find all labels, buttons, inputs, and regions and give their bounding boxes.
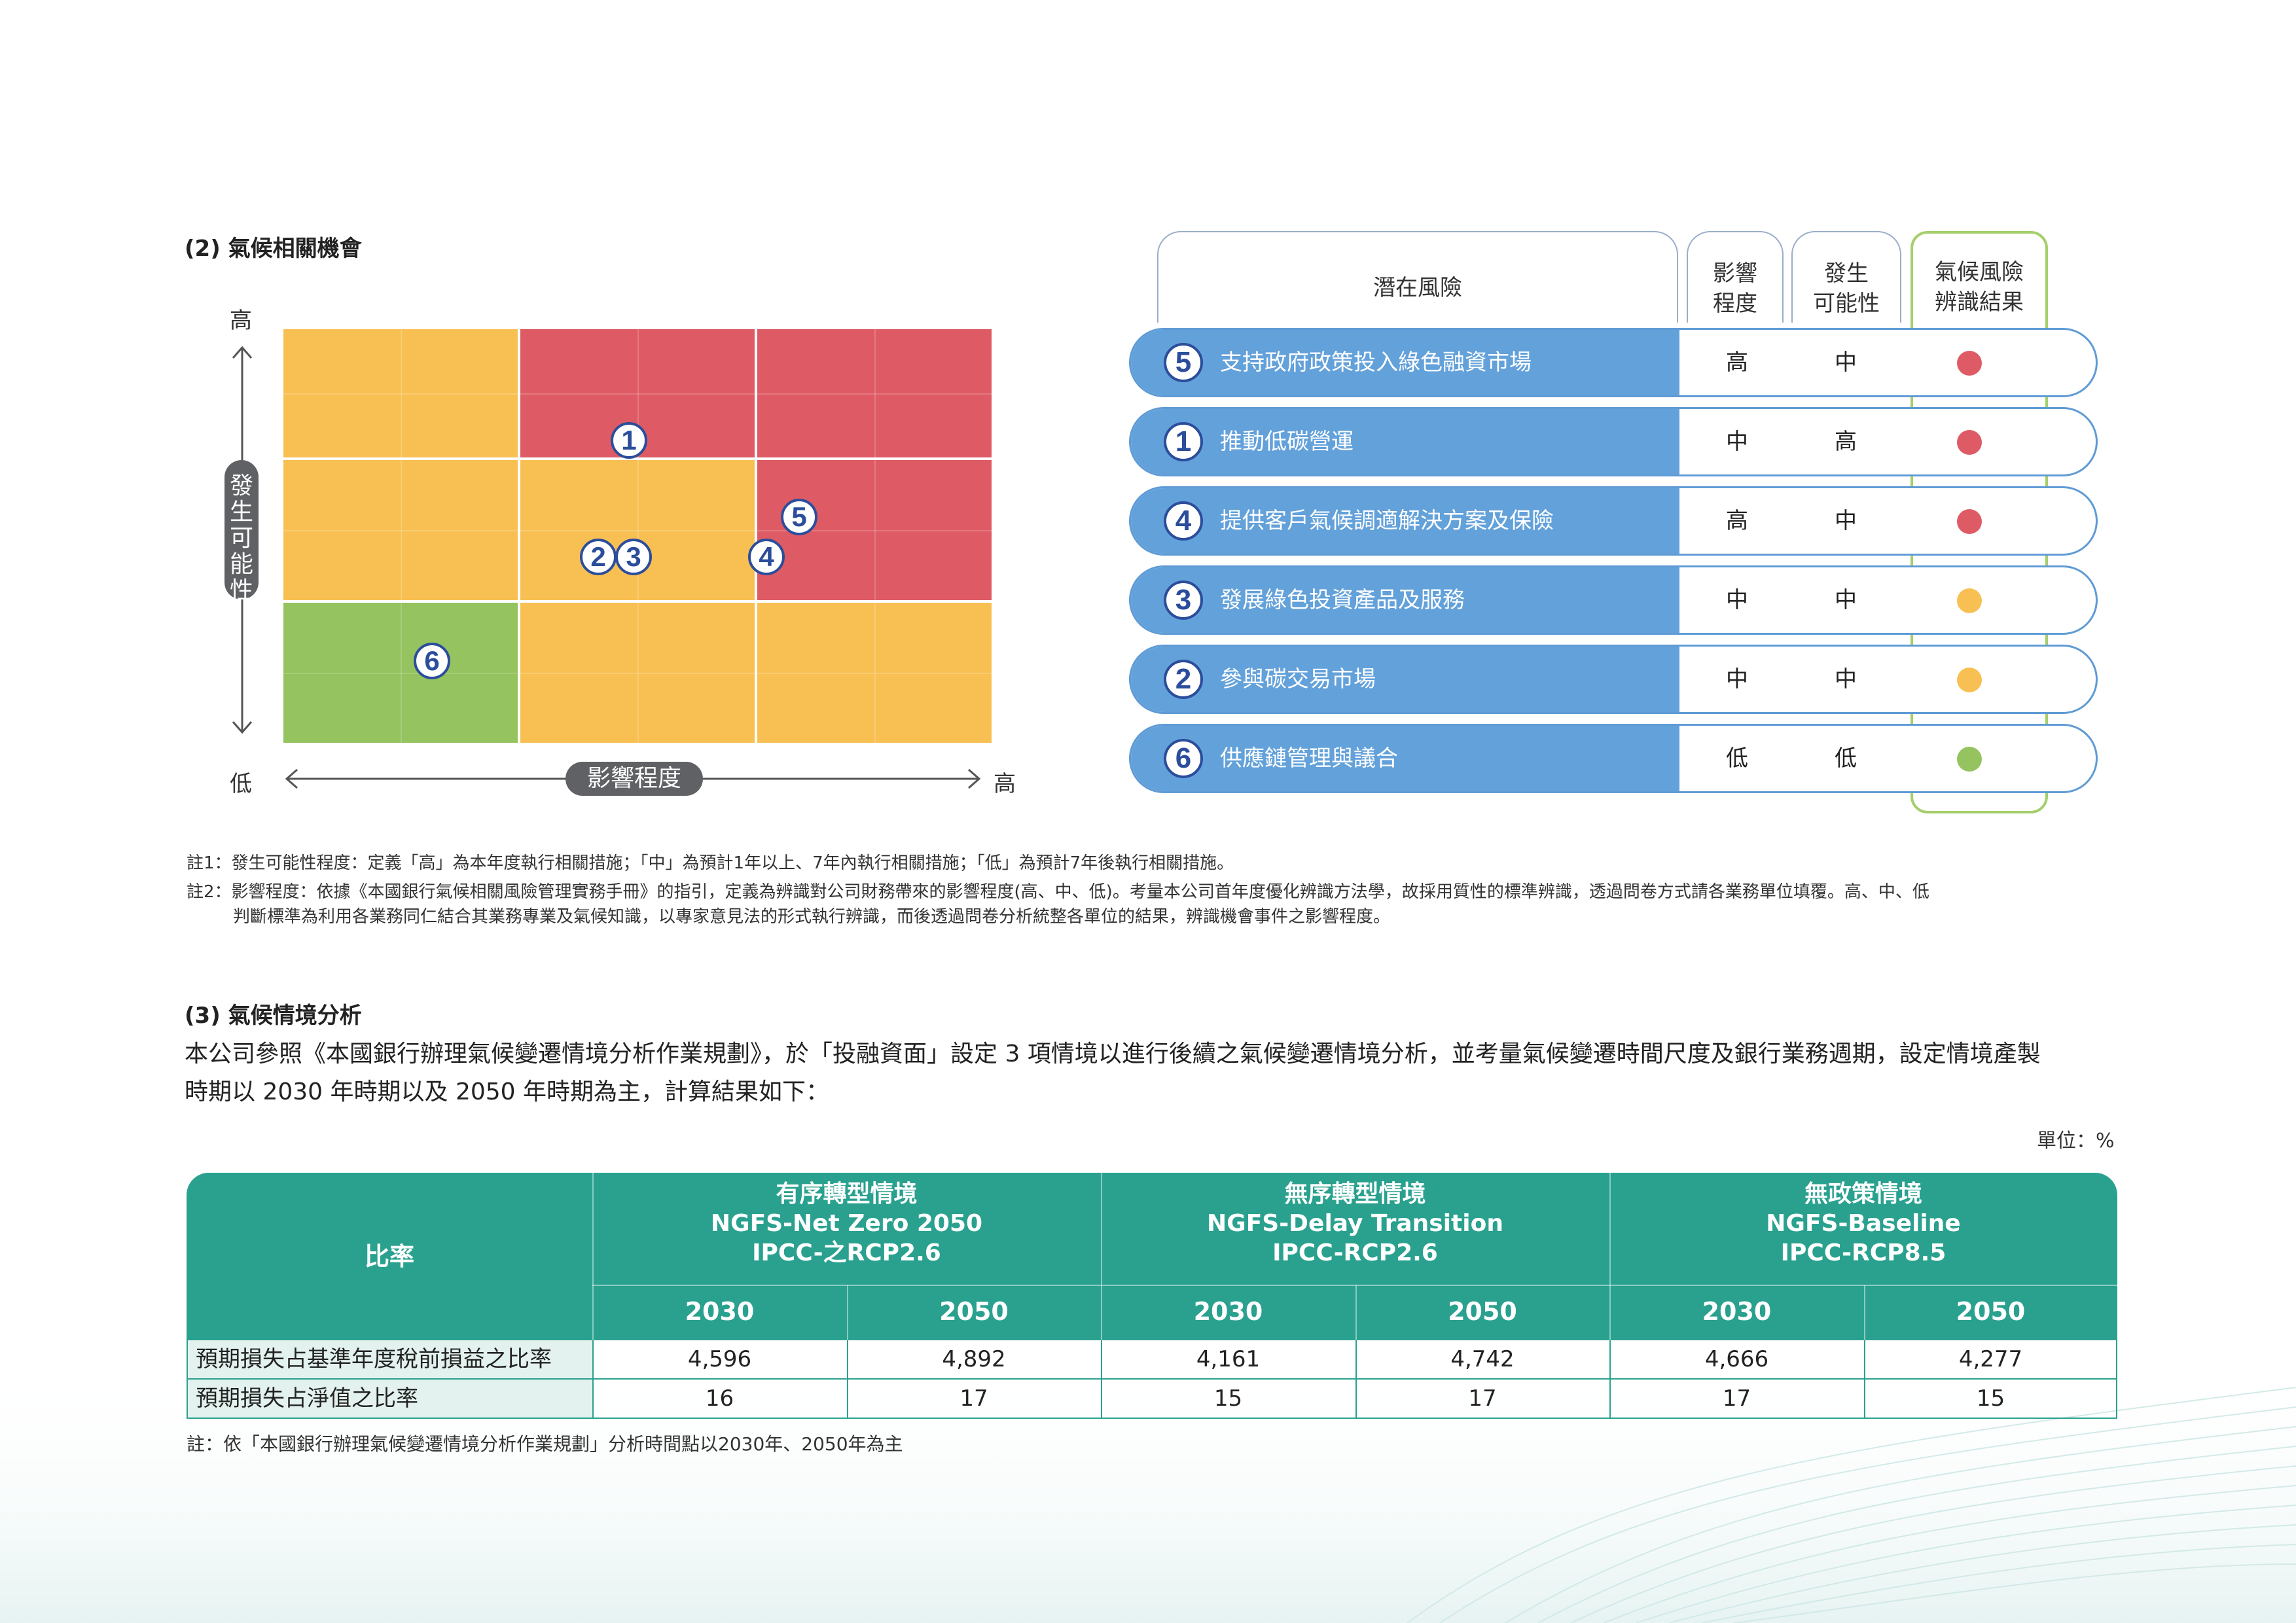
row-label: 預期損失占淨值之比率 (187, 1380, 592, 1418)
risk-number: 5 (1164, 343, 1203, 382)
matrix-marker-3: 3 (615, 539, 652, 575)
note-2-line-1: 註2：影響程度：依據《本國銀行氣候相關風險管理實務手冊》的指引，定義為辨識對公司… (187, 882, 1929, 902)
section-title-opportunity: (2) 氣候相關機會 (185, 236, 362, 262)
risk-row: 6 供應鏈管理與議合 低 低 (1129, 724, 2098, 793)
risk-likelihood: 中 (1835, 349, 1857, 376)
header-potential-risk: 潛在風險 (1157, 231, 1678, 323)
scenario-table-row: 預期損失占基準年度稅前損益之比率 4,596 4,892 4,161 4,742… (187, 1340, 2117, 1380)
table-cell: 4,666 (1704, 1346, 1769, 1372)
result-dot-yellow (1957, 668, 1982, 692)
table-cell: 17 (1468, 1385, 1497, 1412)
matrix-cell (757, 329, 992, 457)
risk-likelihood: 中 (1835, 666, 1857, 692)
risk-label: 提供客戶氣候調適解決方案及保險 (1220, 508, 1554, 534)
scenario-table-header: 比率 有序轉型情境 NGFS-Net Zero 2050 IPCC-之RCP2.… (187, 1173, 2117, 1340)
year-header: 2050 (939, 1297, 1009, 1326)
risk-likelihood: 低 (1835, 745, 1857, 772)
x-axis-label: 影響程度 (565, 762, 703, 796)
risk-row: 5 支持政府政策投入綠色融資市場 高 中 (1129, 328, 2098, 397)
table-cell: 4,161 (1196, 1346, 1261, 1372)
table-cell: 4,277 (1958, 1346, 2023, 1372)
year-header: 2050 (1956, 1297, 2026, 1326)
risk-row: 2 參與碳交易市場 中 中 (1129, 645, 2098, 714)
scenario-group-orderly: 有序轉型情境 NGFS-Net Zero 2050 IPCC-之RCP2.6 (710, 1181, 983, 1266)
table-cell: 15 (1213, 1385, 1243, 1412)
matrix-cell (757, 603, 992, 743)
matrix-cell (283, 329, 518, 457)
risk-matrix (283, 329, 992, 743)
result-dot-red (1957, 430, 1982, 455)
y-axis-label: 發 生 可 能 性 (224, 460, 259, 604)
risk-impact: 低 (1726, 745, 1748, 772)
scenario-paragraph-line-1: 本公司參照《本國銀行辦理氣候變遷情境分析作業規劃》，於「投融資面」設定 3 項情… (185, 1041, 2041, 1067)
table-cell: 4,892 (942, 1346, 1006, 1372)
risk-impact: 中 (1726, 587, 1748, 613)
risk-likelihood: 高 (1835, 429, 1857, 455)
year-header: 2050 (1448, 1297, 1517, 1326)
table-cell: 4,596 (687, 1346, 752, 1372)
result-dot-red (1957, 509, 1982, 534)
table-cell: 15 (1976, 1385, 2005, 1412)
risk-likelihood: 中 (1835, 508, 1857, 534)
matrix-cell (520, 460, 755, 600)
matrix-marker-2: 2 (580, 539, 617, 575)
risk-impact: 中 (1726, 429, 1748, 455)
risk-row: 3 發展綠色投資產品及服務 中 中 (1129, 565, 2098, 635)
risk-number: 1 (1164, 422, 1203, 461)
risk-label: 參與碳交易市場 (1220, 666, 1376, 692)
row-label: 預期損失占基準年度稅前損益之比率 (187, 1340, 592, 1378)
risk-impact: 高 (1726, 508, 1748, 534)
matrix-marker-4: 4 (748, 539, 785, 575)
risk-impact: 中 (1726, 666, 1748, 692)
matrix-cell (520, 603, 755, 743)
year-header: 2030 (1193, 1297, 1263, 1326)
table-cell: 4,742 (1450, 1346, 1515, 1372)
table-cell: 17 (960, 1385, 988, 1412)
risk-likelihood: 中 (1835, 587, 1857, 613)
year-header: 2030 (1702, 1297, 1772, 1326)
header-likelihood: 發生 可能性 (1791, 231, 1901, 323)
risk-row: 4 提供客戶氣候調適解決方案及保險 高 中 (1129, 486, 2098, 556)
scenario-table-row: 預期損失占淨值之比率 16 17 15 17 17 15 (187, 1380, 2117, 1419)
risk-number: 6 (1164, 739, 1203, 778)
result-dot-red (1957, 351, 1982, 376)
risk-label: 推動低碳營運 (1220, 429, 1354, 455)
risk-label: 供應鏈管理與議合 (1220, 745, 1398, 772)
note-2-line-2: 判斷標準為利用各業務同仁結合其業務專業及氣候知識，以專家意見法的形式執行辨識，而… (233, 907, 1391, 927)
x-axis-high-label: 高 (994, 771, 1016, 797)
result-dot-green (1957, 747, 1982, 772)
year-header: 2030 (685, 1297, 755, 1326)
risk-impact: 高 (1726, 349, 1748, 376)
risk-label: 發展綠色投資產品及服務 (1220, 587, 1465, 613)
scenario-group-disorderly: 無序轉型情境 NGFS-Delay Transition IPCC-RCP2.6 (1207, 1181, 1503, 1266)
y-axis-high-label: 高 (230, 308, 252, 334)
matrix-marker-6: 6 (414, 643, 450, 679)
matrix-marker-1: 1 (611, 422, 647, 459)
scenario-paragraph-line-2: 時期以 2030 年時期以及 2050 年時期為主，計算結果如下： (185, 1079, 830, 1105)
header-impact: 影響 程度 (1687, 231, 1784, 323)
section-title-scenario: (3) 氣候情境分析 (185, 1003, 362, 1029)
x-axis-low-label: 低 (230, 771, 252, 797)
risk-row: 1 推動低碳營運 中 高 (1129, 407, 2098, 476)
matrix-marker-5: 5 (781, 499, 817, 535)
risk-number: 3 (1164, 580, 1203, 620)
unit-label: 單位：% (2037, 1130, 2115, 1152)
note-1: 註1：發生可能性程度：定義「高」為本年度執行相關措施；「中」為預計1年以上、7年… (187, 853, 1234, 873)
scenario-footnote: 註：依「本國銀行辦理氣候變遷情境分析作業規劃」分析時間點以2030年、2050年… (187, 1433, 903, 1455)
risk-number: 4 (1164, 501, 1203, 541)
ratio-header: 比率 (364, 1242, 414, 1271)
risk-label: 支持政府政策投入綠色融資市場 (1220, 349, 1532, 376)
risk-number: 2 (1164, 660, 1203, 699)
matrix-cell (283, 603, 518, 743)
result-dot-yellow (1957, 588, 1982, 613)
scenario-group-no-policy: 無政策情境 NGFS-Baseline IPCC-RCP8.5 (1766, 1181, 1961, 1266)
table-cell: 16 (705, 1385, 734, 1412)
matrix-cell (283, 460, 518, 600)
table-cell: 17 (1722, 1385, 1751, 1412)
